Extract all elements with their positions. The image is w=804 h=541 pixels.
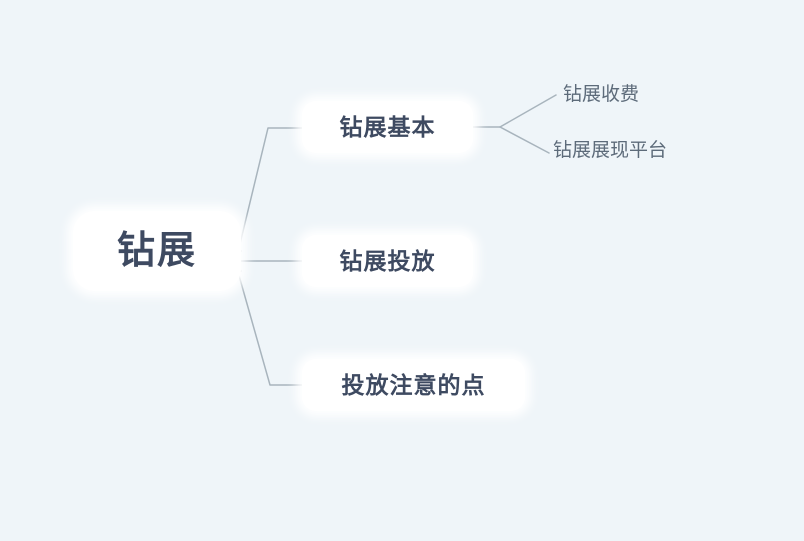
connector-root-to-branch-2 [237, 270, 303, 386]
connector-branch-0-to-leaf-0 [499, 94, 557, 128]
connector-branch-0-to-leaf-1 [499, 126, 550, 154]
mindmap-node-branch-2[interactable]: 投放注意的点 [302, 359, 525, 411]
mindmap-node-branch-0-label: 钻展基本 [339, 113, 436, 140]
mindmap-node-root-label: 钻展 [116, 230, 197, 272]
connector-root-to-branch-0 [237, 127, 303, 253]
mindmap-node-branch-1[interactable]: 钻展投放 [302, 235, 473, 287]
mindmap-node-leaf-1[interactable]: 钻展展现平台 [553, 140, 668, 161]
mindmap-node-leaf-0[interactable]: 钻展收费 [563, 84, 640, 105]
mindmap-node-branch-1-label: 钻展投放 [339, 247, 436, 274]
mindmap-node-branch-0[interactable]: 钻展基本 [302, 101, 473, 153]
mindmap-node-root[interactable]: 钻展 [73, 211, 241, 291]
mindmap-node-branch-2-label: 投放注意的点 [341, 371, 486, 398]
